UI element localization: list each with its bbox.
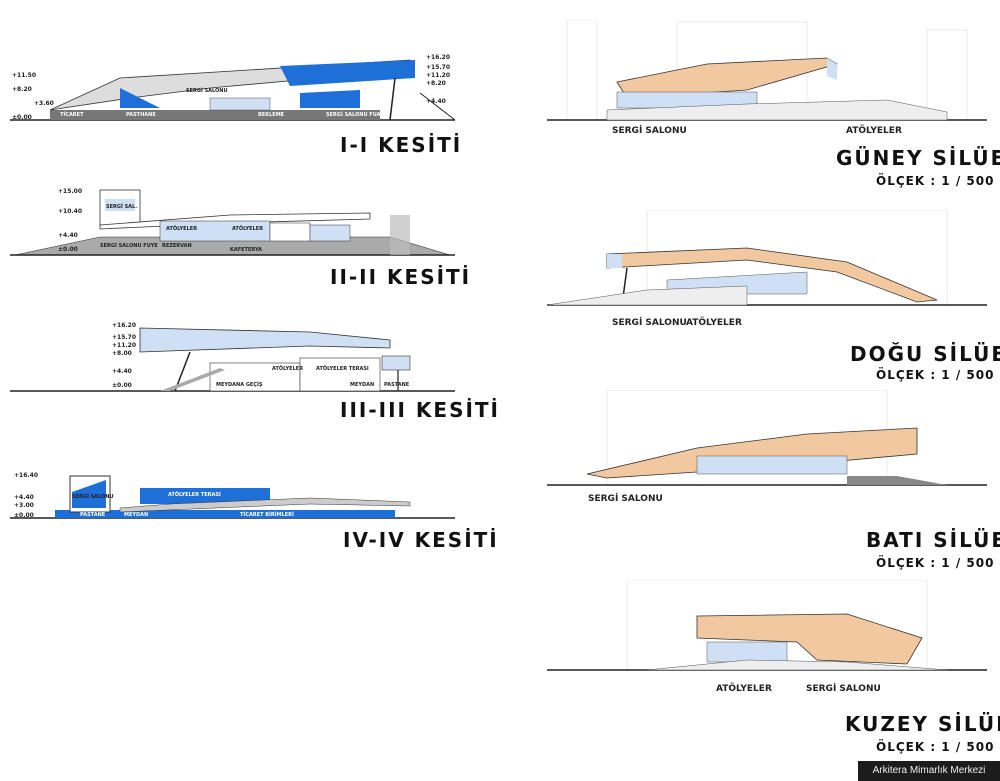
section-3-level-4: +4.40: [112, 368, 132, 375]
elevation-south-label-0: SERGİ SALONU: [612, 126, 687, 136]
elevation-north-timber: [696, 613, 923, 665]
section-1-right-level-3: +8.20: [426, 80, 446, 87]
section-3-drawing: [10, 318, 455, 393]
section-2-room-4: KAFETERYA: [230, 247, 262, 253]
section-4-level-0: +16.40: [14, 472, 39, 479]
section-3-level-2: +11.20: [112, 342, 137, 349]
section-1-level-0: +11.50: [12, 72, 37, 79]
section-3-room-2: MEYDANA GEÇİŞ: [216, 382, 263, 388]
section-1-right-level-2: +11.20: [426, 72, 451, 79]
elevation-north-drawing: [547, 579, 987, 680]
elevation-north-label-0: ATÖLYELER: [716, 684, 772, 694]
elevation-south-scale: ÖLÇEK : 1 / 500: [876, 174, 995, 188]
elevation-north-scale: ÖLÇEK : 1 / 500: [876, 740, 995, 754]
section-3-level-3: +8.00: [112, 350, 132, 357]
section-4-level-3: ±0.00: [14, 512, 34, 519]
elevation-west-timber: [586, 427, 918, 479]
section-3-title: III-III KESİTİ: [340, 398, 501, 422]
section-4-room-0: SERGİ SALONU: [72, 494, 114, 500]
elevation-east-scale: ÖLÇEK : 1 / 500: [876, 368, 995, 382]
elevation-west-svg: [547, 389, 987, 486]
section-1-room-3: SERGİ SALONU FUAYE: [326, 112, 388, 118]
elevation-west-scale: ÖLÇEK : 1 / 500: [876, 556, 995, 570]
section-2-room-3: REZERVAN: [162, 243, 192, 249]
section-1-room-4: BEKLEME: [258, 112, 285, 118]
footer-credit: Arkitera Mimarlık Merkezi: [858, 761, 1000, 781]
section-1-level-2: +3.60: [34, 100, 54, 107]
elevation-north-title: KUZEY SİLÜETİ: [845, 712, 1000, 736]
section-3-level-5: ±0.00: [112, 382, 132, 389]
elevation-west-title: BATI SİLÜETİ: [866, 528, 1000, 552]
elevation-east-svg: [546, 209, 987, 306]
section-3-room-4: PASTANE: [384, 382, 410, 388]
section-1-room-0: SERGİ SALONU: [186, 88, 228, 94]
section-1-level-1: +8.20: [12, 86, 32, 93]
elevation-north-label-1: SERGİ SALONU: [806, 684, 881, 694]
section-4-drawing: [10, 468, 455, 523]
section-4-room-3: PASTANE: [80, 512, 106, 518]
section-1-level-3: ±0.00: [12, 114, 32, 121]
section-1-title: I-I KESİTİ: [340, 133, 463, 157]
section-3-level-0: +16.20: [112, 322, 137, 329]
elevation-south-drawing: [547, 19, 987, 125]
section-4-title: IV-IV KESİTİ: [343, 528, 499, 552]
section-4-svg: [10, 475, 455, 519]
elevation-east-title: DOĞU SİLÜETİ: [850, 342, 1000, 366]
section-2-room-1: ATÖLYELER: [166, 226, 198, 232]
elevation-south-title: GÜNEY SİLÜETİ: [836, 146, 1000, 170]
section-2-level-2: +4.40: [58, 232, 78, 239]
section-3-level-1: +15.70: [112, 334, 137, 341]
section-4-level-1: +4.40: [14, 494, 34, 501]
section-1-room-2: PASTHANE: [126, 112, 156, 118]
elevation-west-label-0: SERGİ SALONU: [588, 494, 663, 504]
section-1-right-level-1: +15.70: [426, 64, 451, 71]
elevation-east-timber: [606, 247, 938, 303]
section-3-room-1: ATÖLYELER TERASI: [316, 366, 369, 372]
elevation-east-label-0: SERGİ SALONU: [612, 318, 687, 328]
section-4-upper-glass: [140, 488, 270, 504]
elevation-east-label-1: ATÖLYELER: [686, 318, 742, 328]
section-2-room-5: SERGİ SALONU FUYE: [100, 243, 158, 249]
section-4-base-glass: [55, 510, 395, 518]
section-2-svg: [10, 189, 455, 256]
section-4-room-1: ATÖLYELER TERASI: [168, 492, 221, 498]
section-1-svg: [10, 59, 456, 121]
section-4-room-4: MEYDAN: [124, 512, 149, 518]
section-2-room-2: ATÖLYELER: [232, 226, 264, 232]
section-2-level-3: ±0.00: [58, 246, 78, 253]
section-1-base: [50, 110, 380, 120]
elevation-east-drawing: [546, 209, 987, 310]
section-1-glass-upper: [280, 60, 415, 86]
section-1-room-1: TİCARET: [60, 112, 84, 118]
elevation-north-svg: [547, 579, 987, 671]
elevation-south-label-1: ATÖLYELER: [846, 126, 902, 136]
section-2-room-0: SERGİ SAL.: [106, 204, 138, 210]
elevation-south-svg: [547, 19, 987, 121]
section-2-drawing: [10, 185, 455, 260]
section-3-room-0: ATÖLYELER: [272, 366, 304, 372]
section-1-right-level-0: +16.20: [426, 54, 451, 61]
section-2-level-0: +15.00: [58, 188, 83, 195]
section-4-level-2: +3.00: [14, 502, 34, 509]
section-3-roof-glass: [139, 327, 391, 353]
section-2-title: II-II KESİTİ: [330, 265, 472, 289]
section-3-room-3: MEYDAN: [350, 382, 375, 388]
section-2-level-1: +10.40: [58, 208, 83, 215]
section-4-room-2: TİCARET BİRİMLERİ: [240, 512, 294, 518]
section-1-right-level-4: +4.40: [426, 98, 446, 105]
section-1-drawing: [10, 48, 456, 128]
section-1-glass-left: [120, 88, 160, 108]
section-3-svg: [10, 327, 455, 392]
elevation-west-drawing: [547, 389, 987, 490]
